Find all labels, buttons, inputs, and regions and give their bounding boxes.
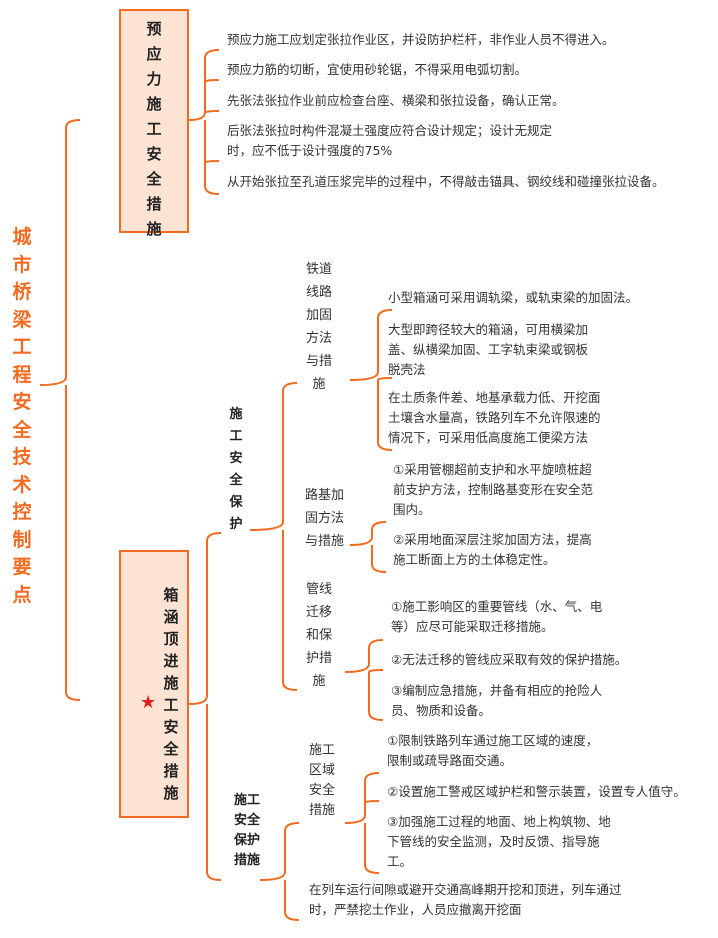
prestress-topic-box: 预应力施工安全措施 xyxy=(119,9,189,238)
prestress-item: 先张法张拉作业前应检查台座、横梁和张拉设备，确认正常。 xyxy=(227,93,565,108)
pipeline-item: ③编制应急措施，并备有相应的抢险人 员、物质和设备。 xyxy=(391,683,603,718)
rail-brace xyxy=(349,309,393,451)
prestress-item: 从开始张拉至孔道压浆完毕的过程中，不得敲击锚具、钢绞线和碰撞张拉设备。 xyxy=(227,174,665,189)
rail-method-title: 铁道 线路 加固 方法 与措 施 xyxy=(305,262,332,392)
prestress-item: 预应力施工应划定张拉作业区，并设防护栏杆，非作业人员不得进入。 xyxy=(227,32,615,47)
rail-item: 小型箱涵可采用调轨梁，或轨束梁的加固法。 xyxy=(388,290,639,305)
zone-title: 施工 区域 安全 措施 xyxy=(308,743,335,818)
zone-item: ①限制铁路列车通过施工区域的速度， 限制或疏导路面交通。 xyxy=(387,733,599,768)
prestress-item: 后张法张拉时构件混凝土强度应符合设计规定；设计无规定 时，应不低于设计强度的75… xyxy=(227,123,553,158)
rail-item: 大型即跨径较大的箱涵，可用横梁加 盖、纵横梁加固、工字轨束梁或钢板 脱壳法 xyxy=(388,322,589,377)
zone-item: ②设置施工警戒区域护栏和警示装置，设置专人值守。 xyxy=(387,784,686,799)
subgrade-item: ①采用管棚超前支护和水平旋喷桩超 前支护方法，控制路基变形在安全范 围内。 xyxy=(393,462,594,517)
rail-item: 在土质条件差、地基承载力低、开挖面 土壤含水量高，铁路列车不允许限速的 情况下，… xyxy=(388,390,601,445)
measures-brace xyxy=(259,822,300,921)
pipeline-method-title: 管线 迁移 和保 护措 施 xyxy=(305,582,332,689)
protection-brace xyxy=(249,382,298,691)
star-icon: ★ xyxy=(140,692,157,713)
culvert-topic-title: 箱涵顶进施工安全措施 xyxy=(163,586,179,802)
zone-brace xyxy=(344,772,380,874)
subgrade-method-title: 路基加 固方法 与措施 xyxy=(305,488,345,549)
subgrade-item: ②采用地面深层注浆加固方法，提高 施工断面上方的土体稳定性。 xyxy=(393,532,592,567)
measures-title: 施工 安全 保护 措施 xyxy=(233,793,260,868)
prestress-brace xyxy=(188,49,220,195)
culvert-topic-box: 箱涵顶进施工安全措施 xyxy=(119,550,189,818)
prestress-topic-title: 预应力施工安全措施 xyxy=(146,20,162,238)
measures-extra-item: 在列车运行间隙或避开交通高峰期开挖和顶进，列车通过 时，严禁挖土作业，人员应撤离… xyxy=(309,882,622,917)
pipeline-item: ②无法迁移的管线应采取有效的保护措施。 xyxy=(391,652,628,667)
root-brace xyxy=(39,119,81,701)
root-topic: 城市桥梁工程安全技术控制要点 xyxy=(12,226,32,606)
prestress-item: 预应力筋的切断，宜使用砂轮锯，不得采用电弧切割。 xyxy=(227,62,528,77)
culvert-brace xyxy=(188,532,222,881)
pipeline-item: ①施工影响区的重要管线（水、气、电 等）应尽可能采取迁移措施。 xyxy=(391,599,603,634)
pipeline-brace xyxy=(344,639,384,721)
subgrade-brace xyxy=(349,521,387,573)
protection-title: 施工安全保护 xyxy=(229,407,243,532)
zone-item: ③加强施工过程的地面、地上构筑物、地 下管线的安全监测，及时反馈、指导施 工。 xyxy=(387,814,611,869)
